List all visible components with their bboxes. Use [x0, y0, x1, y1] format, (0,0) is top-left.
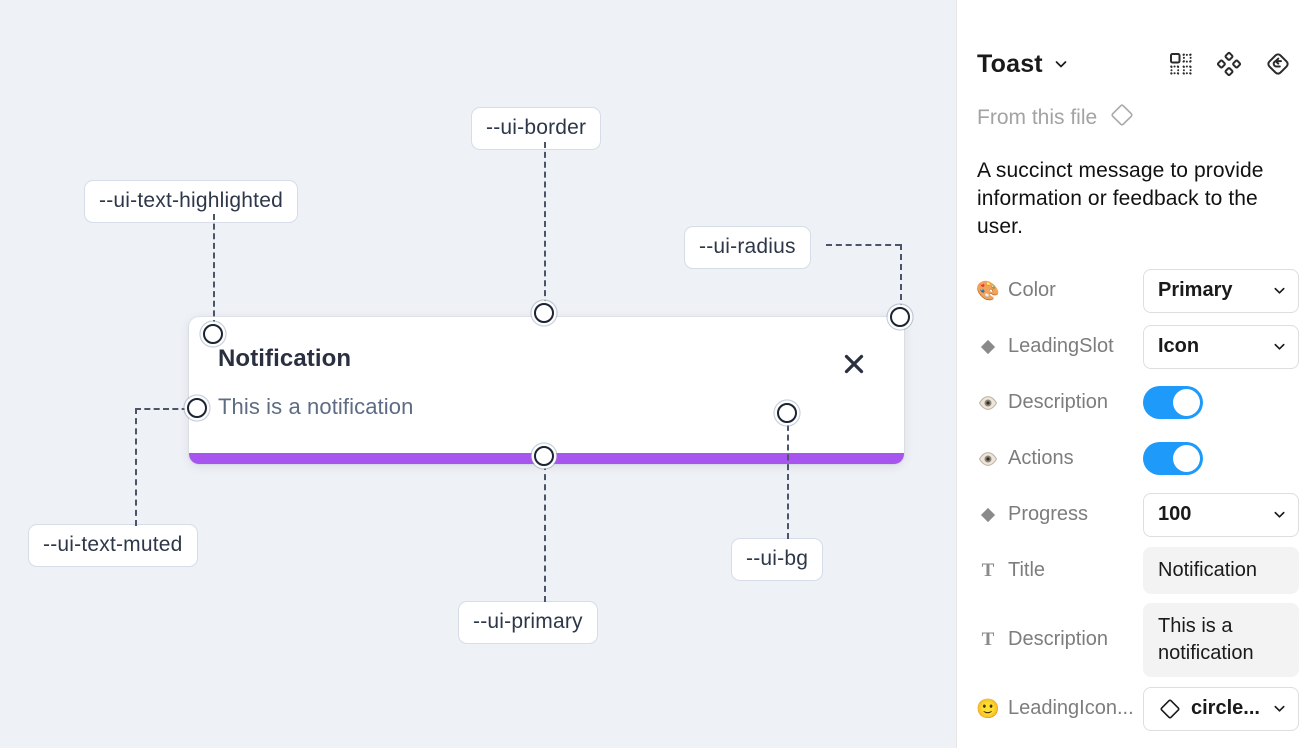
property-row-progress: Progress 100	[977, 491, 1299, 539]
leadingslot-select[interactable]: Icon	[1143, 324, 1299, 369]
from-this-file-label: From this file	[977, 105, 1098, 129]
property-label-color: 🎨 Color	[977, 279, 1056, 302]
token-label-ui-border[interactable]: --ui-border	[471, 107, 602, 150]
anchor-node-radius[interactable]	[890, 307, 910, 327]
toggle-knob	[1173, 389, 1200, 417]
toast-title: Notification	[218, 345, 352, 372]
diamond-outline-icon	[1109, 102, 1135, 133]
component-grid-icon[interactable]	[1168, 51, 1194, 77]
token-label-ui-radius[interactable]: --ui-radius	[684, 226, 811, 269]
property-label-title: T Title	[977, 559, 1143, 582]
property-row-description-text: T Description This is a notification	[977, 602, 1299, 677]
eye-emoji-icon	[977, 393, 999, 413]
token-label-ui-primary[interactable]: --ui-primary	[458, 601, 598, 644]
reset-instance-icon[interactable]	[1264, 50, 1292, 78]
anchor-node-text-muted[interactable]	[187, 398, 207, 418]
panel-header-actions	[1168, 50, 1292, 78]
property-row-leadingslot: LeadingSlot Icon	[977, 323, 1299, 371]
from-this-file[interactable]: From this file	[977, 102, 1292, 133]
component-description: A succinct message to provide informatio…	[977, 159, 1264, 238]
variants-diamond-icon[interactable]	[1216, 51, 1242, 77]
property-label-progress: Progress	[977, 503, 1143, 526]
smiley-emoji-icon: 🙂	[977, 698, 1000, 720]
anchor-node-primary[interactable]	[534, 446, 554, 466]
connector-ui-text-muted-vertical	[135, 408, 137, 526]
chevron-down-icon	[1264, 283, 1287, 298]
chevron-down-icon	[1264, 507, 1287, 522]
palette-emoji-icon: 🎨	[977, 280, 1000, 302]
properties-panel: Toast	[956, 0, 1312, 748]
property-row-leadingicon: 🙂 LeadingIcon... circle...	[977, 685, 1299, 733]
chevron-down-icon	[1264, 339, 1287, 354]
property-label-description-text: T Description	[977, 628, 1143, 651]
property-row-title: T Title Notification	[977, 547, 1299, 595]
color-select[interactable]: Primary	[1143, 268, 1299, 313]
anchor-node-border[interactable]	[534, 303, 554, 323]
toggle-knob	[1173, 445, 1200, 473]
toast-description: This is a notification	[218, 394, 414, 419]
leadingicon-select[interactable]: circle...	[1143, 686, 1299, 731]
eye-emoji-icon	[977, 449, 999, 469]
token-label-ui-bg[interactable]: --ui-bg	[731, 538, 824, 581]
connector-ui-text-muted-horizontal	[135, 408, 197, 410]
connector-ui-bg	[787, 415, 789, 539]
property-row-color: 🎨 Color Primary	[977, 267, 1299, 315]
description-input[interactable]: This is a notification	[1143, 602, 1299, 677]
anchor-node-text-highlighted[interactable]	[203, 324, 223, 344]
diamond-filled-icon	[977, 338, 999, 356]
chevron-down-icon	[1264, 701, 1287, 716]
panel-header: Toast	[977, 32, 1292, 96]
text-t-icon: T	[981, 559, 995, 581]
connector-ui-radius-vertical	[900, 244, 902, 310]
close-x-icon[interactable]	[840, 350, 868, 378]
property-label-leadingslot: LeadingSlot	[977, 335, 1143, 358]
design-canvas[interactable]: Notification This is a notification --ui…	[0, 0, 956, 748]
property-list: 🎨 Color Primary	[977, 267, 1299, 733]
progress-select[interactable]: 100	[1143, 492, 1299, 537]
description-toggle[interactable]	[1143, 386, 1203, 420]
actions-toggle[interactable]	[1143, 442, 1203, 476]
token-label-ui-text-muted[interactable]: --ui-text-muted	[28, 524, 198, 567]
text-t-icon: T	[981, 628, 995, 650]
connector-ui-primary	[544, 464, 546, 602]
toast-component-preview[interactable]: Notification This is a notification	[189, 317, 904, 464]
diamond-outline-icon	[1158, 697, 1182, 721]
anchor-node-bg[interactable]	[777, 403, 797, 423]
property-label-leadingicon: 🙂 LeadingIcon...	[977, 697, 1134, 720]
property-label-actions: Actions	[977, 447, 1143, 470]
chevron-down-icon[interactable]	[1053, 56, 1069, 72]
connector-ui-text-highlighted	[213, 214, 215, 326]
connector-ui-radius-horizontal	[826, 244, 901, 246]
page-title: Toast	[977, 49, 1043, 78]
property-label-description: Description	[977, 391, 1143, 414]
title-input[interactable]: Notification	[1143, 547, 1299, 595]
token-label-ui-text-highlighted[interactable]: --ui-text-highlighted	[84, 180, 298, 223]
property-row-actions-toggle: Actions	[977, 435, 1292, 483]
diamond-filled-icon	[977, 506, 999, 524]
connector-ui-border	[544, 142, 546, 306]
property-row-description-toggle: Description	[977, 379, 1292, 427]
